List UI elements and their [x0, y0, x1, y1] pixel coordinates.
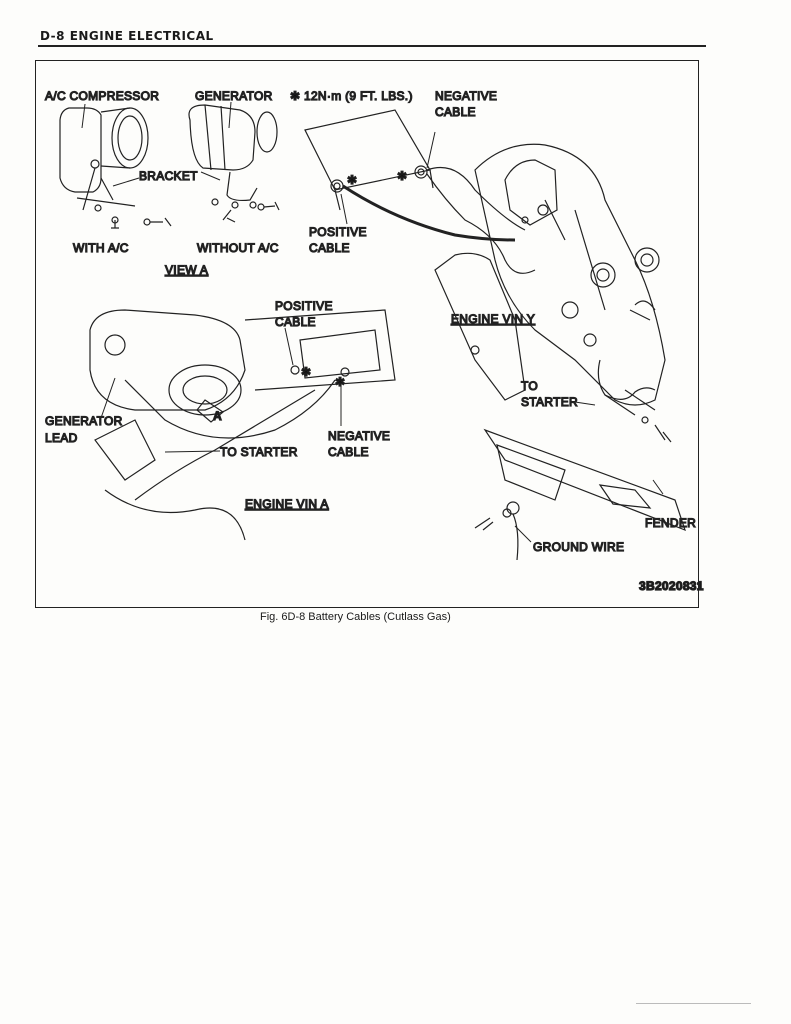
label-positive-cable-mid-1: POSITIVE — [275, 299, 333, 313]
asterisk-marker-1: ✱ — [347, 173, 357, 187]
engine-vin-a-drawing — [89, 309, 396, 541]
asterisk-marker-4: ✱ — [335, 375, 345, 389]
generator-drawing — [188, 104, 280, 223]
label-ground-wire: GROUND WIRE — [533, 540, 624, 554]
asterisk-marker-2: ✱ — [397, 169, 407, 183]
battery-cables-diagram: A/C COMPRESSOR GENERATOR ✱ 12N·m (9 FT. … — [44, 88, 704, 593]
label-generator: GENERATOR — [195, 89, 273, 103]
label-to-starter-right-1: TO — [521, 379, 538, 393]
view-a-marker: A — [213, 409, 222, 423]
label-without-ac: WITHOUT A/C — [197, 241, 279, 255]
label-negative-cable-mid-1: NEGATIVE — [328, 429, 390, 443]
label-view-a: VIEW A — [165, 263, 208, 277]
label-fender: FENDER — [645, 516, 696, 530]
leader-lines — [81, 101, 664, 543]
label-positive-cable-mid-2: CABLE — [275, 315, 316, 329]
label-with-ac: WITH A/C — [73, 241, 129, 255]
label-positive-cable-top-2: CABLE — [309, 241, 350, 255]
label-negative-cable-mid-2: CABLE — [328, 445, 369, 459]
label-engine-vin-a: ENGINE VIN A — [245, 497, 329, 511]
label-positive-cable-top-1: POSITIVE — [309, 225, 367, 239]
fender-ground-drawing — [474, 428, 686, 561]
figure-caption: Fig. 6D-8 Battery Cables (Cutlass Gas) — [260, 611, 451, 623]
label-generator-lead-1: GENERATOR — [45, 414, 123, 428]
label-to-starter-left: TO STARTER — [220, 445, 298, 459]
page-header: D-8 ENGINE ELECTRICAL — [40, 29, 214, 43]
asterisk-marker-3: ✱ — [301, 365, 311, 379]
label-negative-cable-top-1: NEGATIVE — [435, 89, 497, 103]
label-bracket: BRACKET — [139, 169, 198, 183]
label-generator-lead-2: LEAD — [45, 431, 78, 445]
engine-vin-y-drawing — [434, 143, 672, 443]
figure-code: 3B2020831 — [639, 579, 704, 593]
label-torque: ✱ 12N·m (9 FT. LBS.) — [290, 89, 413, 103]
footer-rule — [636, 1003, 751, 1004]
ac-compressor-drawing — [59, 107, 172, 229]
battery-top-drawing — [304, 109, 536, 274]
label-engine-vin-y: ENGINE VIN Y — [451, 312, 535, 326]
label-ac-compressor: A/C COMPRESSOR — [45, 89, 159, 103]
label-negative-cable-top-2: CABLE — [435, 105, 476, 119]
label-to-starter-right-2: STARTER — [521, 395, 578, 409]
header-rule — [38, 45, 706, 47]
